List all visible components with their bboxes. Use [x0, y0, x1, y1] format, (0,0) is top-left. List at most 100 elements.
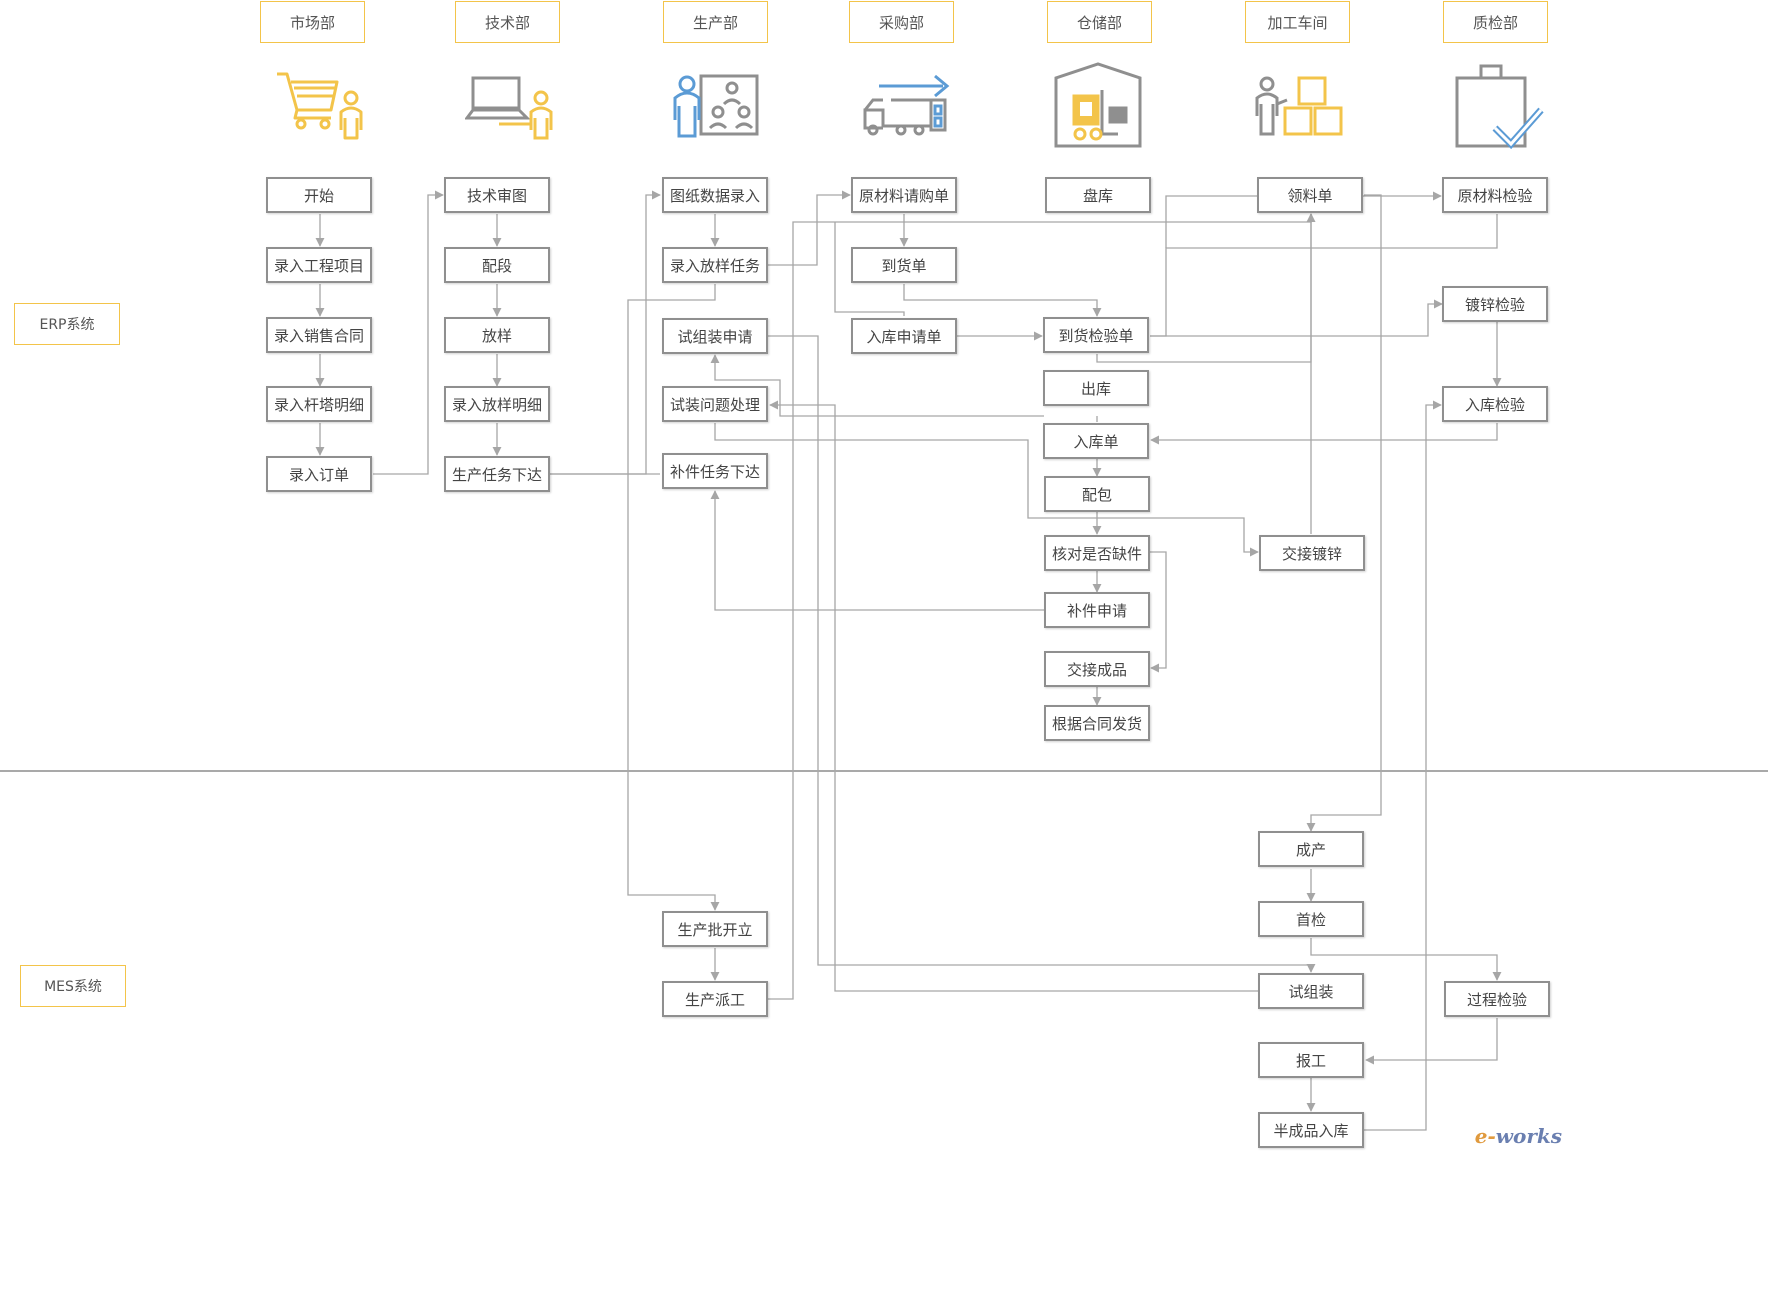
node-label: 报工	[1295, 1051, 1326, 1070]
dept-label: 技术部	[484, 13, 530, 32]
node-label: 原材料检验	[1457, 186, 1533, 205]
node-label: 补件任务下达	[669, 462, 760, 481]
dept-label: 质检部	[1472, 13, 1518, 32]
node-supplement-task-issue[interactable]: 补件任务下达	[662, 453, 768, 489]
node-label: 成产	[1295, 840, 1326, 859]
node-label: 录入放样明细	[451, 395, 542, 414]
node-label: 试组装申请	[677, 327, 753, 346]
node-supplement-apply[interactable]: 补件申请	[1044, 592, 1150, 628]
node-dispatch[interactable]: 生产派工	[662, 981, 768, 1017]
dept-production: 生产部	[663, 1, 768, 43]
node-label: 出库	[1080, 379, 1111, 398]
node-first-inspection[interactable]: 首检	[1258, 901, 1364, 937]
node-packing[interactable]: 配包	[1044, 476, 1150, 512]
node-material-requisition[interactable]: 领料单	[1257, 177, 1363, 213]
node-label: 镀锌检验	[1464, 295, 1525, 314]
person-boxes-icon	[1255, 76, 1343, 136]
node-trial-issue-handling[interactable]: 试装问题处理	[662, 386, 768, 422]
warehouse-forklift-icon	[1054, 62, 1142, 148]
node-trial-assembly-apply[interactable]: 试组装申请	[662, 318, 768, 354]
node-label: 开始	[303, 186, 334, 205]
erp-system-label: ERP系统	[14, 303, 120, 345]
node-inbound-inspection[interactable]: 入库检验	[1442, 386, 1548, 422]
watermark-prefix: e-	[1474, 1124, 1496, 1148]
node-label: 配包	[1081, 485, 1112, 504]
node-inbound-note[interactable]: 入库单	[1043, 423, 1149, 459]
node-label: 原材料请购单	[858, 186, 949, 205]
node-label: 领料单	[1287, 186, 1333, 205]
node-label: 过程检验	[1466, 990, 1527, 1009]
node-input-tower[interactable]: 录入杆塔明细	[266, 386, 372, 422]
node-label: 试装问题处理	[669, 395, 760, 414]
node-ship-by-contract[interactable]: 根据合同发货	[1044, 705, 1150, 741]
node-label: 到货检验单	[1058, 326, 1134, 345]
node-handover-galvanize[interactable]: 交接镀锌	[1259, 535, 1365, 571]
shopping-cart-person-icon	[277, 72, 363, 140]
node-label: 盘库	[1082, 186, 1113, 205]
node-label: 到货单	[881, 256, 927, 275]
node-start[interactable]: 开始	[266, 177, 372, 213]
node-storage-request[interactable]: 入库申请单	[851, 318, 957, 354]
presentation-board-icon	[673, 74, 759, 138]
node-label: 生产批开立	[677, 920, 753, 939]
node-galvanize-inspection[interactable]: 镀锌检验	[1442, 286, 1548, 322]
node-work-report[interactable]: 报工	[1258, 1042, 1364, 1078]
node-label: 入库单	[1073, 432, 1119, 451]
node-stocktake[interactable]: 盘库	[1045, 177, 1151, 213]
node-semi-finished-inbound[interactable]: 半成品入库	[1258, 1112, 1364, 1148]
node-arrival-note[interactable]: 到货单	[851, 247, 957, 283]
laptop-person-icon	[465, 76, 553, 140]
node-arrival-inspection[interactable]: 到货检验单	[1043, 317, 1149, 353]
node-input-order[interactable]: 录入订单	[266, 456, 372, 492]
node-check-missing[interactable]: 核对是否缺件	[1044, 535, 1150, 571]
node-process-inspection[interactable]: 过程检验	[1444, 981, 1550, 1017]
node-label: 录入销售合同	[273, 326, 364, 345]
dept-market: 市场部	[260, 1, 365, 43]
node-label: 半成品入库	[1273, 1121, 1349, 1140]
node-outbound[interactable]: 出库	[1043, 370, 1149, 406]
node-label: 根据合同发货	[1051, 714, 1142, 733]
node-label: 核对是否缺件	[1051, 544, 1142, 563]
node-label: 入库申请单	[866, 327, 942, 346]
node-label: 补件申请	[1066, 601, 1127, 620]
bag-checkmark-icon	[1455, 64, 1544, 150]
node-drawing-input[interactable]: 图纸数据录入	[662, 177, 768, 213]
node-lofting[interactable]: 放样	[444, 317, 550, 353]
dept-label: 采购部	[878, 13, 924, 32]
node-raw-purchase-request[interactable]: 原材料请购单	[851, 177, 957, 213]
node-batch-open[interactable]: 生产批开立	[662, 911, 768, 947]
dept-quality: 质检部	[1443, 1, 1548, 43]
node-input-project[interactable]: 录入工程项目	[266, 247, 372, 283]
node-label: 生产派工	[684, 990, 745, 1009]
node-prod-task-issue[interactable]: 生产任务下达	[444, 456, 550, 492]
dept-tech: 技术部	[455, 1, 560, 43]
dept-storage: 仓储部	[1047, 1, 1152, 43]
dept-purchase: 采购部	[849, 1, 954, 43]
node-label: 放样	[481, 326, 512, 345]
eworks-watermark-logo: e-works	[1475, 1124, 1562, 1148]
node-label: 录入放样任务	[669, 256, 760, 275]
node-label: 交接镀锌	[1281, 544, 1342, 563]
mes-system-text: MES系统	[44, 979, 102, 995]
node-handover-product[interactable]: 交接成品	[1044, 651, 1150, 687]
node-trial-assembly[interactable]: 试组装	[1258, 973, 1364, 1009]
node-label: 配段	[481, 256, 512, 275]
node-raw-material-inspection[interactable]: 原材料检验	[1442, 177, 1548, 213]
node-label: 录入订单	[288, 465, 349, 484]
node-input-lofting-detail[interactable]: 录入放样明细	[444, 386, 550, 422]
node-segmenting[interactable]: 配段	[444, 247, 550, 283]
node-production-output[interactable]: 成产	[1258, 831, 1364, 867]
dept-label: 加工车间	[1267, 13, 1328, 32]
node-input-lofting-task[interactable]: 录入放样任务	[662, 247, 768, 283]
node-label: 交接成品	[1066, 660, 1127, 679]
erp-system-text: ERP系统	[39, 317, 95, 333]
dept-label: 市场部	[289, 13, 335, 32]
node-label: 技术审图	[466, 186, 527, 205]
node-label: 首检	[1295, 910, 1326, 929]
node-label: 录入杆塔明细	[273, 395, 364, 414]
erp-mes-divider	[0, 770, 1768, 772]
node-tech-review[interactable]: 技术审图	[444, 177, 550, 213]
delivery-truck-icon	[863, 74, 950, 136]
watermark-suffix: works	[1495, 1124, 1562, 1148]
node-input-contract[interactable]: 录入销售合同	[266, 317, 372, 353]
